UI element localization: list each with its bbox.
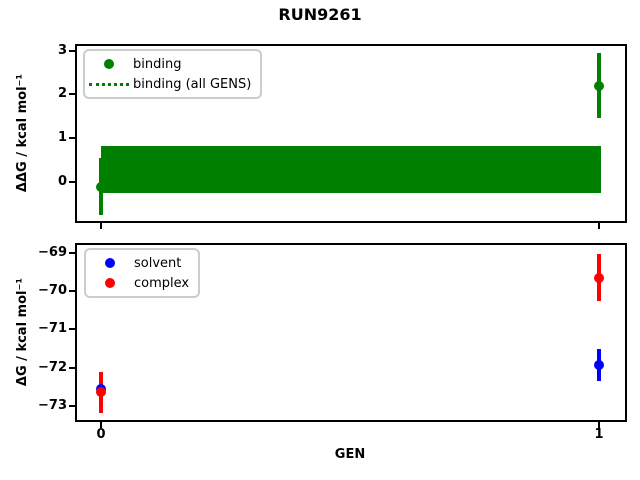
binding-marker <box>96 181 106 192</box>
xtick-mark <box>598 223 600 229</box>
ytick-mark <box>69 50 75 52</box>
ytick-mark <box>69 181 75 183</box>
dotted-line-icon <box>89 82 129 86</box>
legend-handle <box>85 82 133 86</box>
xtick-label: 1 <box>594 427 604 442</box>
ytick-label: −69 <box>38 245 67 260</box>
xtick-mark <box>100 223 102 229</box>
legend-row: binding <box>85 54 251 74</box>
ytick-label: −70 <box>38 283 67 298</box>
binding-marker-icon <box>104 59 114 69</box>
legend-row: solvent <box>86 253 189 273</box>
ytick-label: 2 <box>57 86 67 101</box>
ytick-mark <box>69 252 75 254</box>
legend-label: binding <box>133 56 182 72</box>
legend-row: binding (all GENS) <box>85 74 251 94</box>
ytick-mark <box>69 93 75 95</box>
ytick-label: −72 <box>38 360 67 375</box>
ytick-mark <box>69 405 75 407</box>
ytick-label: 0 <box>57 174 67 189</box>
ytick-mark <box>69 367 75 369</box>
complex-marker-icon <box>105 278 115 288</box>
solvent-marker-icon <box>105 258 115 268</box>
ytick-mark <box>69 290 75 292</box>
complex-marker <box>594 272 604 283</box>
legend-label: complex <box>134 275 190 291</box>
xtick-mark <box>100 422 102 428</box>
bottom-legend: solvent complex <box>84 248 201 298</box>
legend-label: binding (all GENS) <box>133 76 252 92</box>
ytick-label: 3 <box>57 43 67 58</box>
ytick-label: −73 <box>38 398 67 413</box>
xtick-label: 0 <box>96 427 106 442</box>
binding-marker <box>594 80 604 91</box>
legend-label: solvent <box>134 255 182 271</box>
top-axes: 3 2 1 0 binding binding (all GENS) <box>58 44 627 229</box>
legend-row: complex <box>86 273 189 293</box>
bottom-axes: −69 −70 −71 −72 −73 solvent complex <box>38 243 627 428</box>
bottom-yaxis-label: ΔG / kcal mol⁻¹ <box>15 277 30 387</box>
solvent-marker <box>594 359 604 370</box>
ytick-mark <box>69 328 75 330</box>
ytick-label: −71 <box>38 321 67 336</box>
top-yaxis-label: ΔΔG / kcal mol⁻¹ <box>15 73 30 193</box>
binding-all-gens-mean-line <box>101 168 599 171</box>
complex-marker <box>96 387 106 398</box>
figure-title: RUN9261 <box>278 5 362 24</box>
xtick-mark <box>598 422 600 428</box>
ytick-mark <box>69 137 75 139</box>
legend-handle <box>86 258 134 268</box>
legend-handle <box>85 59 133 69</box>
legend-handle <box>86 278 134 288</box>
top-legend: binding binding (all GENS) <box>83 49 263 99</box>
xaxis-label: GEN <box>334 447 366 462</box>
ytick-label: 1 <box>57 130 67 145</box>
